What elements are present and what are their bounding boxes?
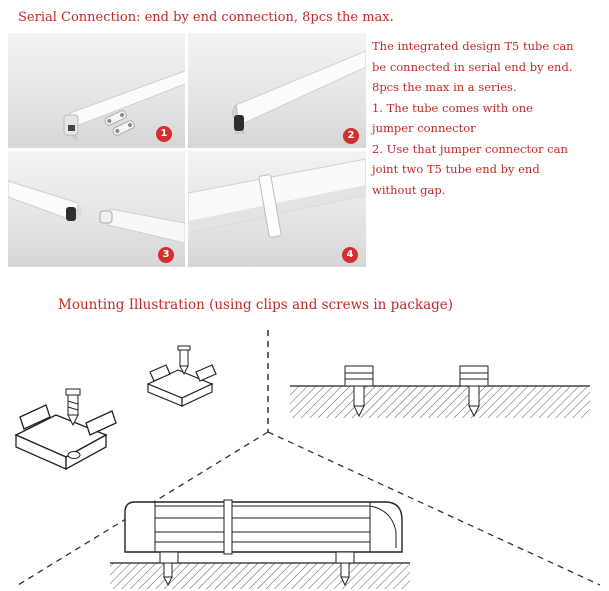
large-clip-icon [14, 388, 117, 471]
jumper-insertion-image [8, 180, 185, 244]
joined-tubes-image [188, 158, 366, 238]
small-clip-icon [146, 345, 217, 407]
step-2-photo: 2 [188, 33, 366, 148]
step-3-photo: 3 [8, 151, 185, 267]
step-badge: 3 [158, 247, 174, 263]
step-1-photo: 1 [8, 33, 185, 148]
description-line: 2. Use that jumper connector can [372, 141, 568, 156]
step-badge: 2 [343, 128, 359, 144]
step-badge: 1 [156, 126, 172, 142]
mounting-title: Mounting Illustration (using clips and s… [58, 297, 454, 313]
description-line: jumper connector [372, 121, 476, 135]
description-line: without gap. [372, 182, 446, 197]
description-line: be connected in serial end by end. [372, 59, 573, 74]
surface-clip-side-view [290, 365, 590, 418]
step-badge: 4 [342, 247, 358, 263]
description-line: 8pcs the max in a series. [372, 80, 517, 94]
description-line: 1. The tube comes with one [372, 100, 533, 115]
step-4-photo: 4 [188, 151, 366, 267]
description-line: The integrated design T5 tube can [372, 39, 574, 53]
tube-mounted-view [110, 499, 410, 589]
tube-end-image [232, 50, 366, 134]
description-line: joint two T5 tube end by end [372, 162, 540, 176]
serial-connection-title: Serial Connection: end by end connection… [18, 10, 394, 25]
serial-description: The integrated design T5 tube can be con… [372, 36, 602, 200]
mounting-illustration [14, 330, 601, 589]
tube-end-with-connector-image [63, 70, 185, 141]
